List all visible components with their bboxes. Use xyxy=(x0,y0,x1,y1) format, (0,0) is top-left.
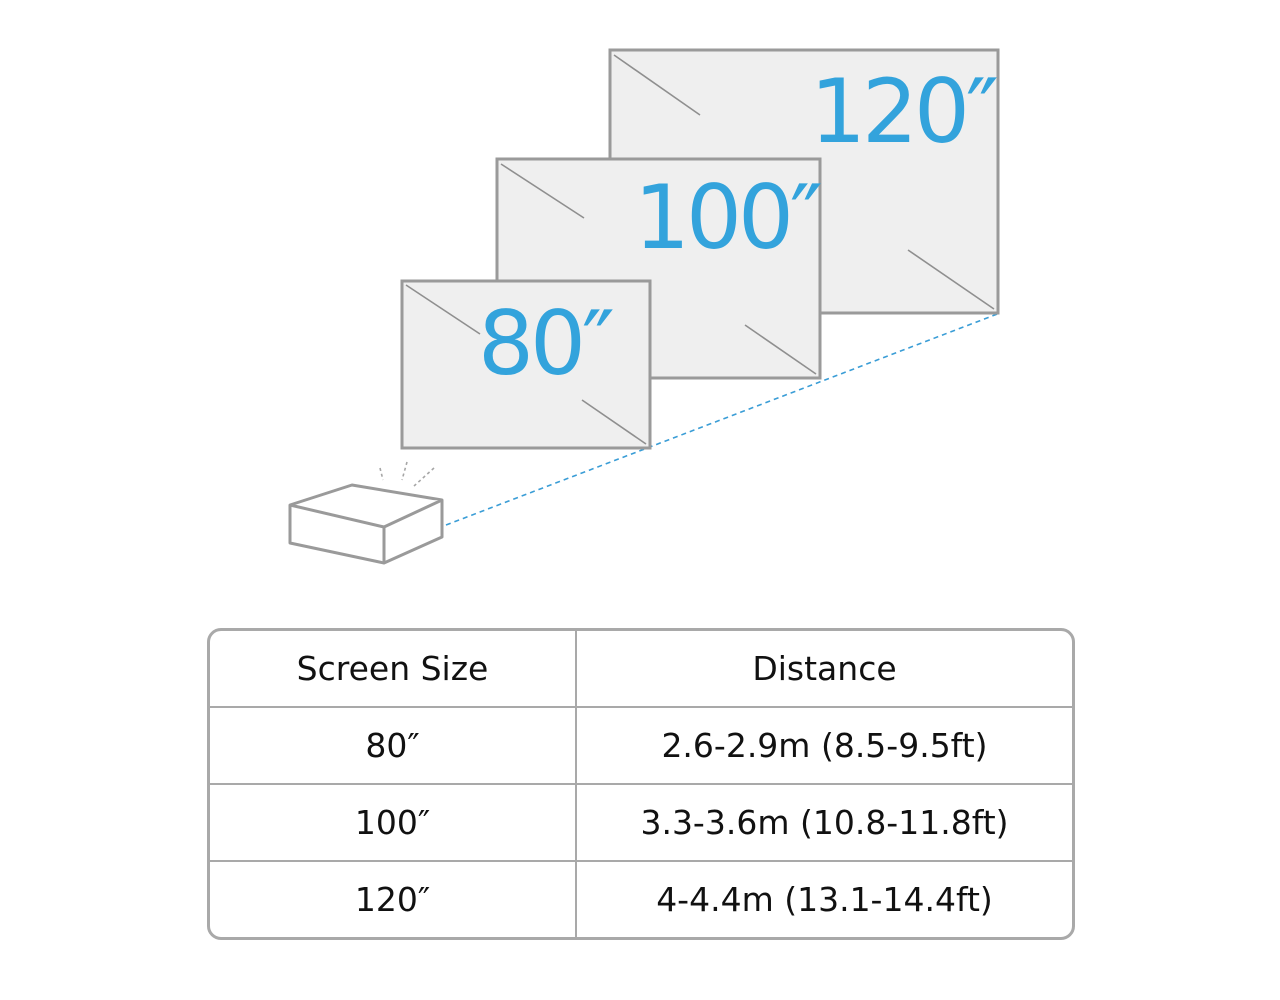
table-row: 120″ 4-4.4m (13.1-14.4ft) xyxy=(210,862,1072,937)
row-size-cell: 100″ xyxy=(210,785,577,862)
row-distance-cell: 3.3-3.6m (10.8-11.8ft) xyxy=(577,785,1072,862)
row-size-cell: 120″ xyxy=(210,862,577,937)
light-rays xyxy=(379,461,435,487)
screen-120-label: 120″ xyxy=(810,60,997,163)
header-distance: Distance xyxy=(577,631,1072,708)
row-distance-cell: 2.6-2.9m (8.5-9.5ft) xyxy=(577,708,1072,785)
projector-icon xyxy=(288,483,444,565)
screen-100-label: 100″ xyxy=(634,166,821,269)
header-screen-size: Screen Size xyxy=(210,631,577,708)
table-row: 100″ 3.3-3.6m (10.8-11.8ft) xyxy=(210,785,1072,862)
screen-80-label: 80″ xyxy=(478,292,613,395)
table-row: 80″ 2.6-2.9m (8.5-9.5ft) xyxy=(210,708,1072,785)
row-size-cell: 80″ xyxy=(210,708,577,785)
screen-80: 80″ xyxy=(400,279,652,450)
projection-diagram: 120″ 100″ 80″ xyxy=(288,48,1001,565)
table-header-row: Screen Size Distance xyxy=(210,631,1072,708)
row-distance-cell: 4-4.4m (13.1-14.4ft) xyxy=(656,880,993,919)
screen-distance-table: Screen Size Distance 80″ 2.6-2.9m (8.5-9… xyxy=(207,628,1075,940)
